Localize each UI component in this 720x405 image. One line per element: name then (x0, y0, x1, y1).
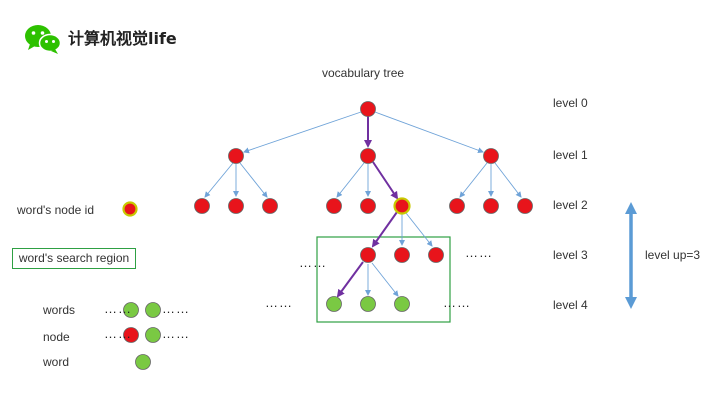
node-level2 (228, 198, 244, 214)
node-level1 (228, 148, 244, 164)
legend-search-region-label: word's search region (12, 248, 136, 269)
node-level2 (483, 198, 499, 214)
ellipsis-legend-words-left: …… (104, 301, 132, 316)
ellipsis-level4-left: …… (265, 295, 293, 310)
brand-title: 计算机视觉life (68, 29, 177, 48)
level-up-label: level up=3 (645, 248, 701, 262)
legend-words-circle (123, 302, 139, 318)
legend-node-label: node (43, 330, 70, 344)
level-label-4: level 4 (553, 298, 588, 312)
ellipsis-legend-node-right: …… (162, 326, 190, 341)
ellipsis-level3-left: …… (299, 255, 327, 270)
tree-nodes (122, 101, 533, 370)
level-label-2: level 2 (553, 198, 588, 212)
ellipsis-level3-right: …… (465, 245, 493, 260)
tree-edges (204, 111, 522, 297)
word-level4 (394, 296, 410, 312)
node-level2 (360, 198, 376, 214)
ellipsis-level4-right: …… (443, 295, 471, 310)
node-level1 (360, 148, 376, 164)
legend-node-id-label: word's node id (17, 203, 95, 217)
legend-words-label: words (43, 303, 76, 317)
node-level2 (194, 198, 210, 214)
word-level4 (326, 296, 342, 312)
legend-word-label: word (43, 355, 70, 369)
node-level2 (517, 198, 533, 214)
ellipsis-legend-node-left: …… (104, 326, 132, 341)
level-label-0: level 0 (553, 96, 588, 110)
ellipsis-legend-words-right: …… (162, 301, 190, 316)
node-level3 (394, 247, 410, 263)
legend-node-circle (123, 327, 139, 343)
node-level2 (326, 198, 342, 214)
node-level2 (262, 198, 278, 214)
diagram-title: vocabulary tree (322, 66, 405, 80)
node-level1 (483, 148, 499, 164)
node-level2-highlighted (393, 197, 411, 215)
wechat-logo-icon (25, 25, 62, 54)
legend-node-word-circle (145, 327, 161, 343)
node-level0 (360, 101, 376, 117)
node-level3 (360, 247, 376, 263)
search-path (336, 116, 399, 298)
search-region-box (316, 236, 451, 323)
word-level4 (360, 296, 376, 312)
level-label-1: level 1 (553, 148, 588, 162)
legend-words-circle (145, 302, 161, 318)
node-level3 (428, 247, 444, 263)
node-level2 (449, 198, 465, 214)
level-label-3: level 3 (553, 248, 588, 262)
legend-node-id-circle (122, 201, 138, 217)
legend-word-circle (135, 354, 151, 370)
